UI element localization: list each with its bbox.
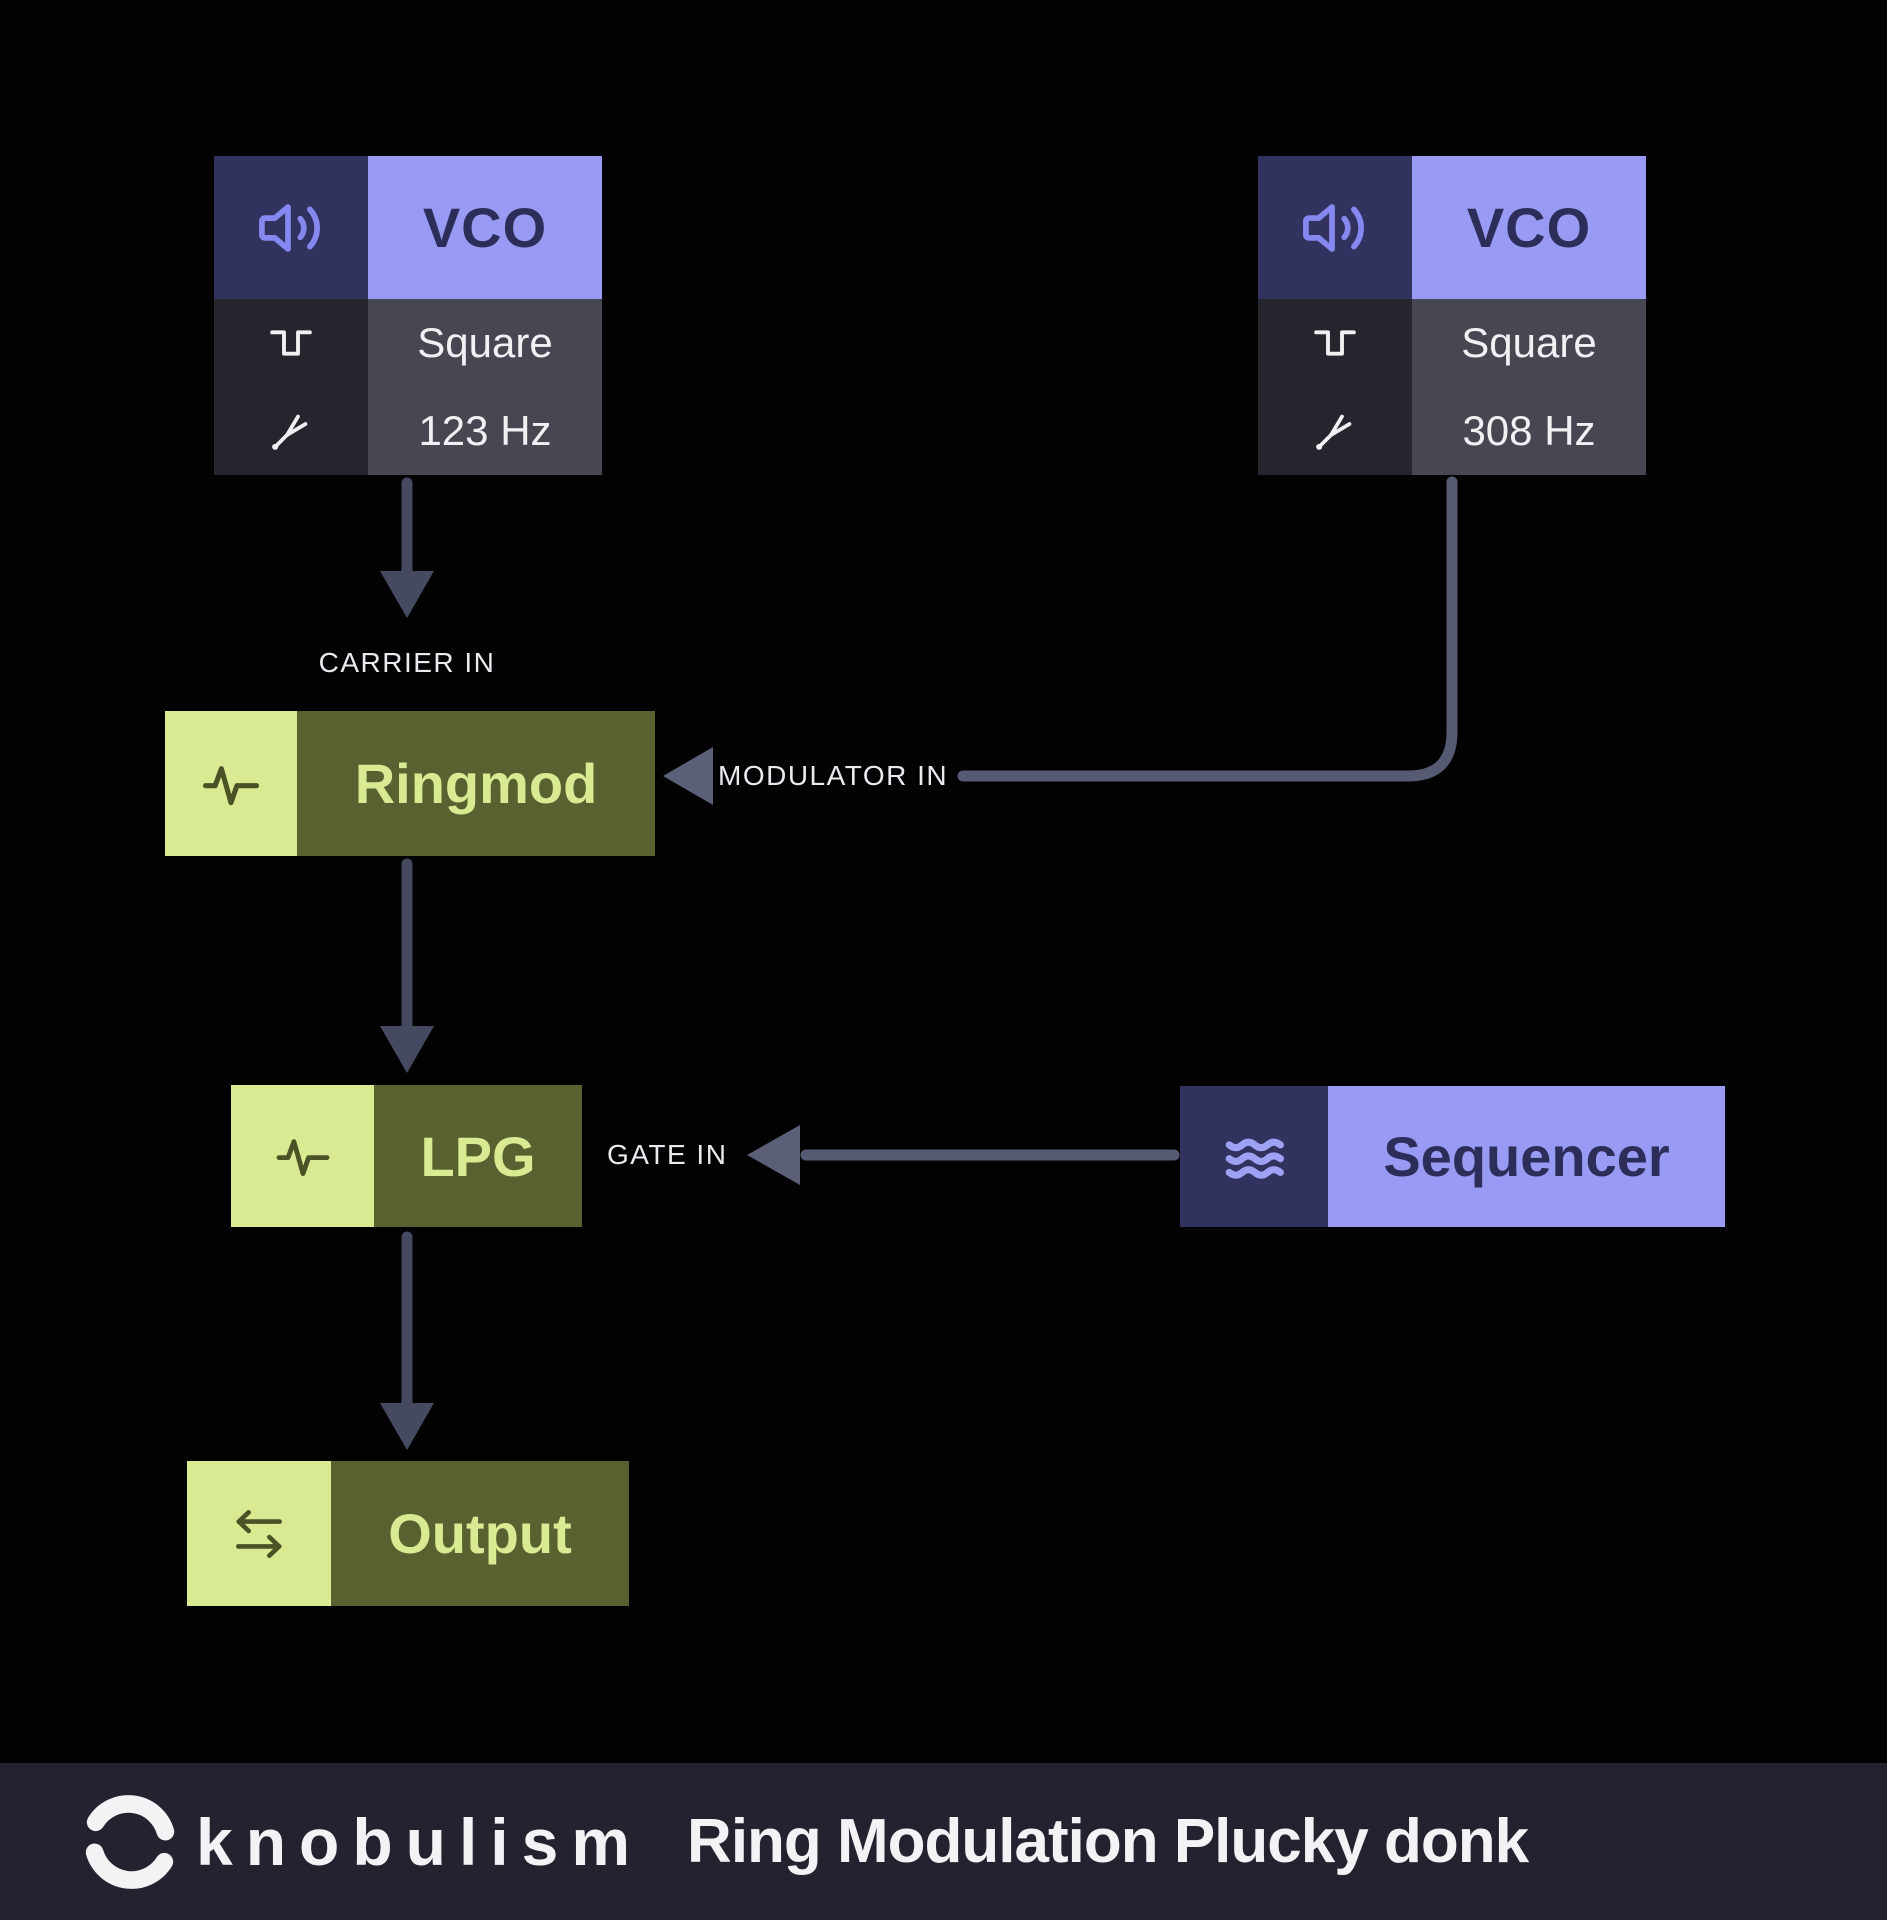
patch-title: Ring Modulation Plucky donk	[687, 1807, 1529, 1876]
transfer-arrows-icon	[236, 1509, 282, 1558]
pulse-icon	[202, 765, 260, 805]
vco1-pitch-value: 123 Hz	[368, 387, 602, 475]
vco1-title: VCO	[368, 156, 602, 299]
connection-lpg-to-output	[380, 1231, 434, 1450]
vco1-waveform-cell	[214, 299, 368, 387]
vco2-waveform-value: Square	[1412, 299, 1646, 387]
sequencer-icon-cell	[1180, 1086, 1328, 1227]
vco1-speaker-cell	[214, 156, 368, 299]
module-lpg: LPG	[231, 1085, 582, 1227]
tuning-fork-icon	[1316, 414, 1352, 450]
connection-vco1-to-ringmod	[380, 477, 434, 618]
modulator-in-label: MODULATOR IN	[718, 760, 949, 791]
module-output: Output	[187, 1461, 629, 1606]
tuning-fork-icon	[272, 414, 308, 450]
connection-sequencer-to-lpg	[747, 1125, 1180, 1185]
module-vco-1: VCO Square 123 Hz	[214, 156, 602, 475]
square-wave-icon	[270, 330, 312, 356]
pulse-icon	[276, 1139, 329, 1176]
speaker-icon	[259, 203, 320, 252]
vco2-speaker-cell	[1258, 156, 1412, 299]
sequencer-title: Sequencer	[1328, 1086, 1725, 1227]
carrier-in-label: CARRIER IN	[318, 647, 496, 678]
connection-ringmod-to-lpg	[380, 858, 434, 1073]
connection-vco2-to-ringmod	[663, 476, 1458, 805]
ringmod-title: Ringmod	[297, 711, 655, 856]
ringmod-icon-cell	[165, 711, 297, 856]
waves-icon	[1225, 1138, 1284, 1179]
vco2-pitch-value: 308 Hz	[1412, 387, 1646, 475]
gate-in-label: GATE IN	[607, 1139, 728, 1170]
module-vco-2: VCO Square 308 Hz	[1258, 156, 1646, 475]
brand-name: knobulism	[196, 1804, 644, 1879]
lpg-title: LPG	[374, 1085, 582, 1227]
square-wave-icon	[1314, 330, 1356, 356]
vco1-pitch-cell	[214, 387, 368, 475]
knob-swirl-logo	[85, 1794, 175, 1889]
output-icon-cell	[187, 1461, 331, 1606]
vco1-waveform-value: Square	[368, 299, 602, 387]
module-sequencer: Sequencer	[1180, 1086, 1725, 1227]
footer-bar: knobulism Ring Modulation Plucky donk	[0, 1763, 1887, 1920]
lpg-icon-cell	[231, 1085, 374, 1227]
vco2-waveform-cell	[1258, 299, 1412, 387]
vco2-title: VCO	[1412, 156, 1646, 299]
output-title: Output	[331, 1461, 629, 1606]
module-ringmod: Ringmod	[165, 711, 655, 856]
speaker-icon	[1303, 203, 1364, 252]
vco2-pitch-cell	[1258, 387, 1412, 475]
